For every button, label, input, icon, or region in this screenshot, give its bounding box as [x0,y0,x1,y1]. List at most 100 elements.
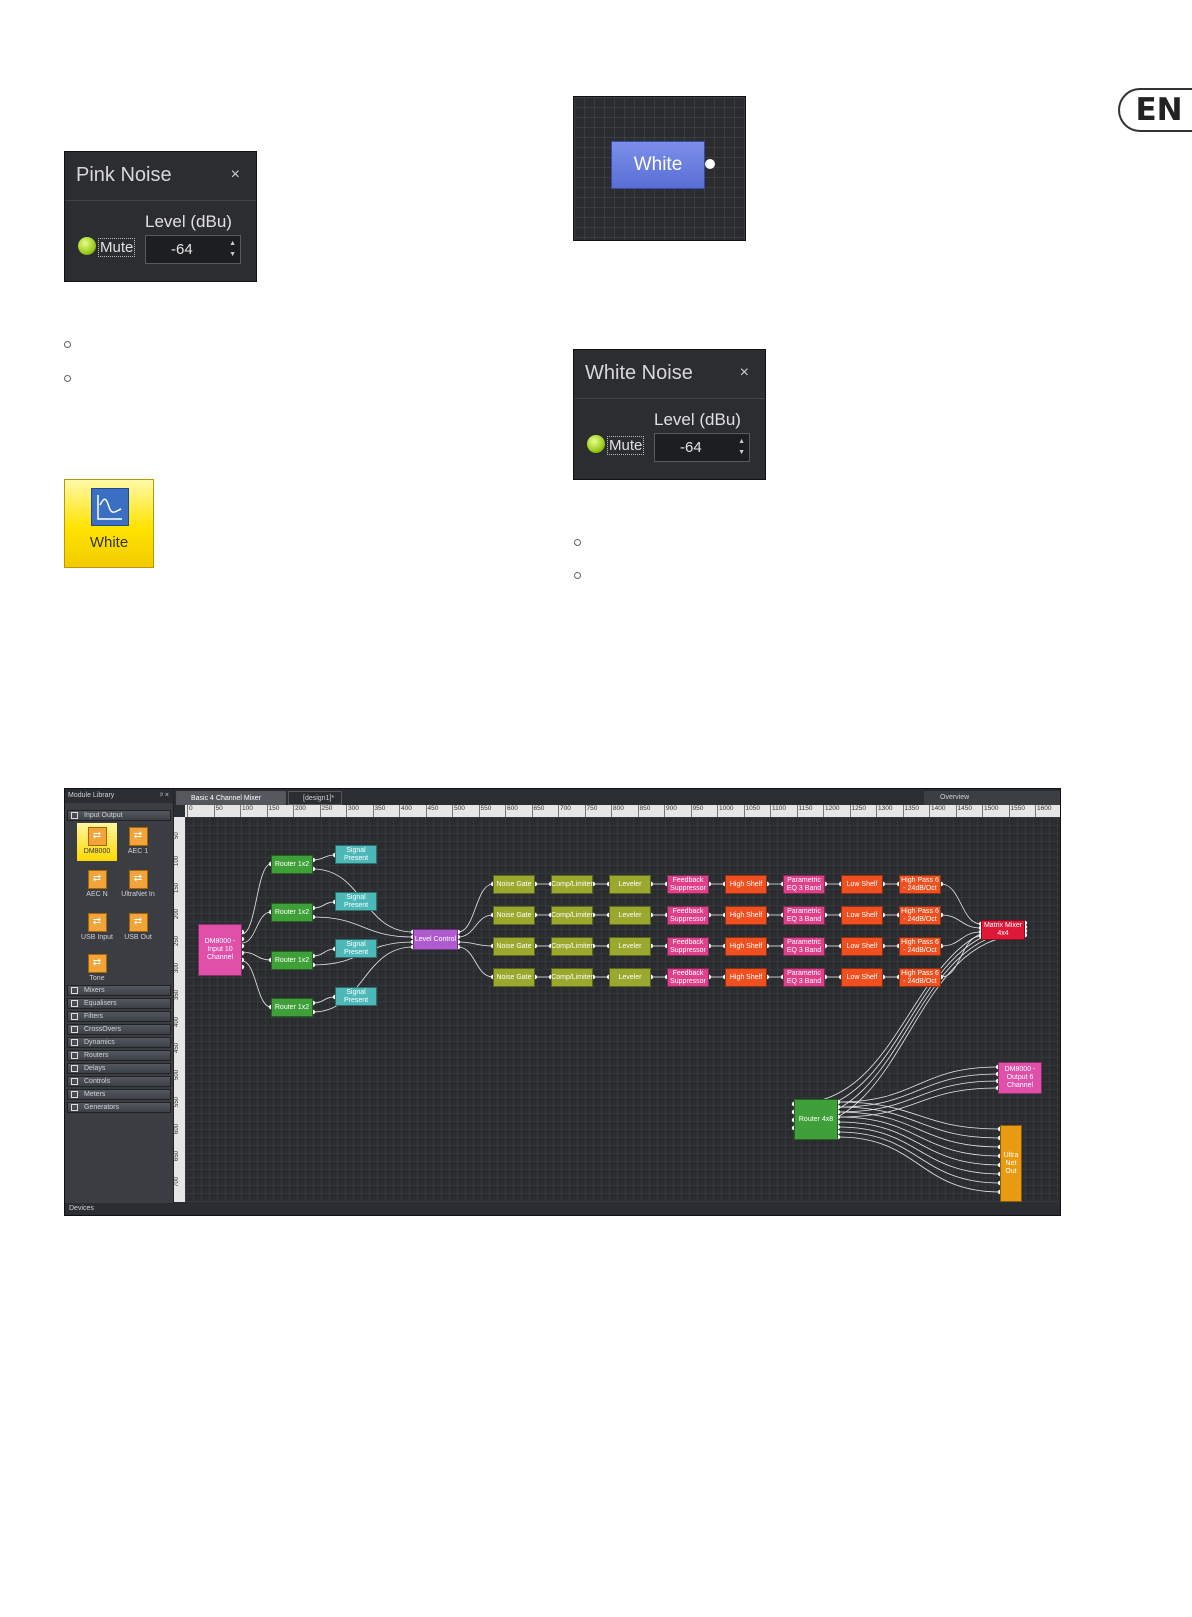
section-filters[interactable]: Filters [67,1011,171,1022]
high-pass-block[interactable]: High Pass 6 - 24dB/Oct [899,968,941,987]
low-shelf-block[interactable]: Low Shelf [841,875,883,894]
wire [312,901,336,909]
section-label: Mixers [84,987,105,994]
high-pass-block[interactable]: High Pass 6 - 24dB/Oct [899,937,941,956]
mute-led-icon[interactable] [78,237,96,255]
router-4x8-block[interactable]: Router 4x8 [794,1099,838,1140]
section-icon [71,1065,78,1072]
bullet [574,539,581,546]
ruler-tick-label: 1200 [823,805,839,817]
mute-button[interactable]: Mute [607,436,645,455]
devices-bar[interactable]: Devices [65,1203,1060,1215]
high-shelf-block[interactable]: High Shelf [725,875,767,894]
feedback-suppressor-block[interactable]: Feedback Suppressor [667,937,709,956]
level-control-block[interactable]: Level Control [413,929,458,950]
close-icon[interactable]: ᵖ × [160,792,169,799]
library-item-usb-out[interactable]: ⇄ USB Out [118,909,158,947]
level-input[interactable]: -64 ▲▼ [145,235,241,264]
section-generators[interactable]: Generators [67,1102,171,1113]
ruler-tick-label: 0 [187,805,193,817]
ruler-tick-label: 1350 [902,805,919,817]
signal-present-block[interactable]: Signal Present [335,987,377,1006]
parametric-eq-block[interactable]: Parametric EQ 3 Band [783,937,825,956]
matrix-mixer-block[interactable]: Matrix Mixer 4x4 [981,920,1025,940]
ruler-tick-label: 750 [584,805,597,817]
section-equalisers[interactable]: Equalisers [67,998,171,1009]
close-icon[interactable]: × [230,166,240,183]
section-icon [71,1039,78,1046]
signal-present-block[interactable]: Signal Present [335,939,377,958]
leveler-block[interactable]: Leveler [609,875,651,894]
router-block[interactable]: Router 1x2 [271,951,313,970]
ruler-tick-label: 1250 [849,805,866,817]
ultranet-out-block[interactable]: Ultra Net Out [1000,1125,1022,1202]
comp-limiter-block[interactable]: Comp/Limiter [551,906,593,925]
section-input-output[interactable]: Input Output [67,810,171,821]
section-delays[interactable]: Delays [67,1063,171,1074]
close-icon[interactable]: × [739,364,749,381]
feedback-suppressor-block[interactable]: Feedback Suppressor [667,968,709,987]
library-item-tone[interactable]: ⇄ Tone [77,950,117,988]
tab-basic-mixer[interactable]: Basic 4 Channel Mixer 1.dmd* [176,791,286,816]
output-block[interactable]: DM8000 - Output 6 Channel [998,1062,1042,1094]
level-input[interactable]: -64 ▲▼ [654,433,750,462]
mute-led-icon[interactable] [587,435,605,453]
ruler-tick-label: 200 [174,909,180,920]
high-shelf-block[interactable]: High Shelf [725,906,767,925]
noise-gate-block[interactable]: Noise Gate [493,968,535,987]
high-shelf-block[interactable]: High Shelf [725,937,767,956]
low-shelf-block[interactable]: Low Shelf [841,937,883,956]
high-shelf-block[interactable]: High Shelf [725,968,767,987]
library-item-dm8000[interactable]: ⇄ DM8000 [77,823,117,861]
signal-present-block[interactable]: Signal Present [335,892,377,911]
router-block[interactable]: Router 1x2 [271,855,313,874]
document-tabs: Basic 4 Channel Mixer 1.dmd* [design1]* … [174,789,1060,816]
high-pass-block[interactable]: High Pass 6 - 24dB/Oct [899,875,941,894]
parametric-eq-block[interactable]: Parametric EQ 3 Band [783,875,825,894]
wire [312,996,336,1004]
section-routers[interactable]: Routers [67,1050,171,1061]
tab-design1[interactable]: [design1]* [288,791,342,805]
noise-gate-block[interactable]: Noise Gate [493,875,535,894]
noise-gate-block[interactable]: Noise Gate [493,937,535,956]
white-node[interactable]: White [611,141,705,189]
comp-limiter-block[interactable]: Comp/Limiter [551,937,593,956]
section-mixers[interactable]: Mixers [67,985,171,996]
ruler-tick-label: 600 [174,1123,180,1134]
parametric-eq-block[interactable]: Parametric EQ 3 Band [783,906,825,925]
library-item-usb-input[interactable]: ⇄ USB Input [77,909,117,947]
section-crossovers[interactable]: CrossOvers [67,1024,171,1035]
comp-limiter-block[interactable]: Comp/Limiter [551,968,593,987]
leveler-block[interactable]: Leveler [609,968,651,987]
level-label: Level (dBu) [654,410,741,429]
library-item-aec1[interactable]: ⇄ AEC 1 [118,823,158,861]
output-port-icon[interactable] [705,159,715,169]
wire [793,930,1026,1121]
router-block[interactable]: Router 1x2 [271,998,313,1017]
feedback-suppressor-block[interactable]: Feedback Suppressor [667,906,709,925]
high-pass-block[interactable]: High Pass 6 - 24dB/Oct [899,906,941,925]
low-shelf-block[interactable]: Low Shelf [841,906,883,925]
library-item-aecn[interactable]: ⇄ AEC N [77,866,117,904]
leveler-block[interactable]: Leveler [609,937,651,956]
comp-limiter-block[interactable]: Comp/Limiter [551,875,593,894]
ruler-tick-label: 500 [452,805,465,817]
mute-button[interactable]: Mute [98,238,136,257]
leveler-block[interactable]: Leveler [609,906,651,925]
noise-gate-block[interactable]: Noise Gate [493,906,535,925]
white-generator-tile[interactable]: White [64,479,154,568]
section-dynamics[interactable]: Dynamics [67,1037,171,1048]
spinner-arrows-icon[interactable]: ▲▼ [229,240,236,258]
library-item-ultranet-in[interactable]: ⇄ UltraNet In [118,866,158,904]
section-meters[interactable]: Meters [67,1089,171,1100]
spinner-arrows-icon[interactable]: ▲▼ [738,438,745,456]
section-controls[interactable]: Controls [67,1076,171,1087]
router-block[interactable]: Router 1x2 [271,903,313,922]
tab-overview[interactable]: Overview [924,791,1060,805]
parametric-eq-block[interactable]: Parametric EQ 3 Band [783,968,825,987]
feedback-suppressor-block[interactable]: Feedback Suppressor [667,875,709,894]
low-shelf-block[interactable]: Low Shelf [841,968,883,987]
input-block[interactable]: DM8000 - Input 10 Channel [198,924,242,976]
signal-present-block[interactable]: Signal Present [335,845,377,864]
